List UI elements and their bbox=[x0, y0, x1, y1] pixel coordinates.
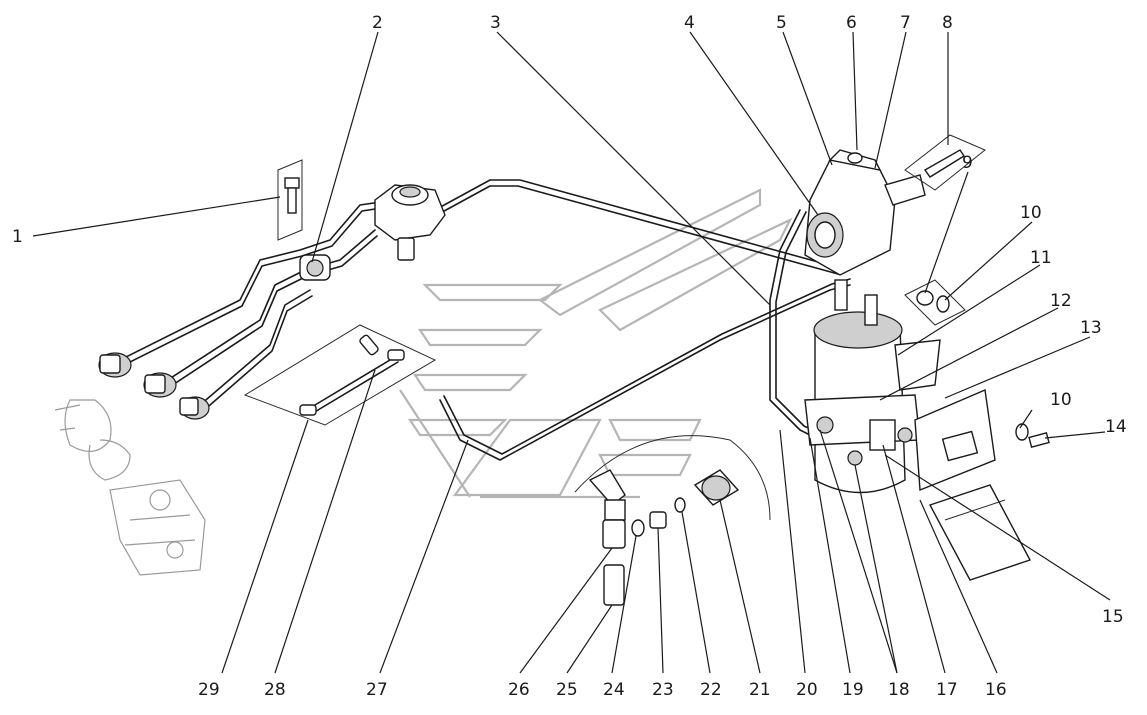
valve-block bbox=[804, 394, 921, 466]
bolt bbox=[277, 159, 303, 241]
callout-19: 19 bbox=[842, 680, 864, 700]
nut-washer bbox=[904, 279, 966, 326]
callout-10-upper: 10 bbox=[1020, 203, 1042, 223]
callout-13: 13 bbox=[1080, 318, 1102, 338]
callout-27: 27 bbox=[366, 680, 388, 700]
callout-12: 12 bbox=[1050, 291, 1072, 311]
leader-lines bbox=[32, 31, 1111, 674]
callout-1: 1 bbox=[12, 227, 23, 247]
callout-20: 20 bbox=[796, 680, 818, 700]
hose-assembly bbox=[243, 324, 437, 426]
callout-21: 21 bbox=[749, 680, 771, 700]
callout-2: 2 bbox=[372, 13, 383, 33]
callout-18: 18 bbox=[888, 680, 910, 700]
callout-6: 6 bbox=[846, 13, 857, 33]
callout-17: 17 bbox=[936, 680, 958, 700]
callout-24: 24 bbox=[603, 680, 625, 700]
air-compressor bbox=[804, 149, 926, 276]
trailer-couplings bbox=[98, 352, 210, 420]
watermark-logo bbox=[399, 188, 793, 499]
callout-11: 11 bbox=[1030, 248, 1052, 268]
callout-numbers: 1 2 3 4 5 6 7 8 9 10 11 12 13 10 14 15 1… bbox=[12, 13, 1127, 700]
pressure-regulator bbox=[299, 184, 446, 281]
callout-3: 3 bbox=[490, 13, 501, 33]
pipe-lines bbox=[119, 179, 851, 461]
callout-4: 4 bbox=[684, 13, 695, 33]
mounting-bracket bbox=[914, 388, 1032, 581]
callout-28: 28 bbox=[264, 680, 286, 700]
bolt-washer bbox=[1015, 423, 1050, 449]
callout-23: 23 bbox=[652, 680, 674, 700]
stud bbox=[904, 134, 986, 191]
callout-25: 25 bbox=[556, 680, 578, 700]
callout-5: 5 bbox=[776, 13, 787, 33]
callout-26: 26 bbox=[508, 680, 530, 700]
callout-9: 9 bbox=[962, 153, 973, 173]
callout-14: 14 bbox=[1105, 417, 1127, 437]
callout-15: 15 bbox=[1102, 607, 1124, 627]
filter-fittings bbox=[574, 435, 771, 606]
callout-16: 16 bbox=[985, 680, 1007, 700]
callout-22: 22 bbox=[700, 680, 722, 700]
callout-7: 7 bbox=[900, 13, 911, 33]
callout-29: 29 bbox=[198, 680, 220, 700]
engine-outline bbox=[54, 399, 206, 576]
callout-8: 8 bbox=[942, 13, 953, 33]
callout-10-lower: 10 bbox=[1050, 390, 1072, 410]
